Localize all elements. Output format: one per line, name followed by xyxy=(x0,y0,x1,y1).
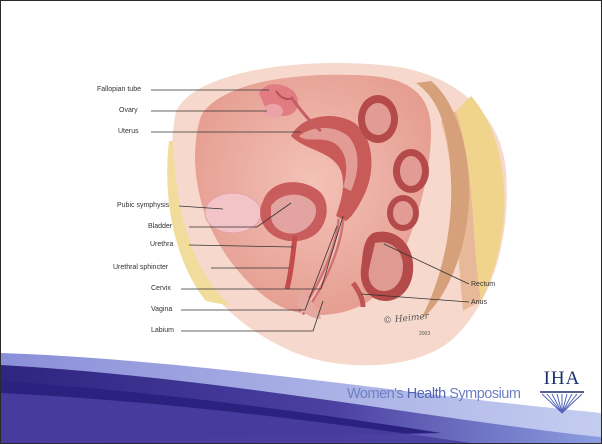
sunburst-icon xyxy=(538,391,586,415)
iha-logo-text: IHA xyxy=(538,369,586,389)
label-ovary: Ovary xyxy=(119,106,138,115)
label-anus: Anus xyxy=(471,298,487,307)
label-urethral-sphincter: Urethral sphincter xyxy=(113,263,168,272)
label-cervix: Cervix xyxy=(151,284,171,293)
label-uterus: Uterus xyxy=(118,127,139,136)
event-title-part2: Health xyxy=(407,386,446,402)
label-labium: Labium xyxy=(151,326,174,335)
event-title-part1: Women's xyxy=(347,386,407,402)
artist-signature-year: 2003 xyxy=(419,331,430,337)
event-title: Women's Health Symposium xyxy=(347,386,520,402)
label-bladder: Bladder xyxy=(148,222,172,231)
label-fallopian-tube: Fallopian tube xyxy=(97,85,141,94)
label-pubic-symphysis: Pubic symphysis xyxy=(117,201,169,210)
label-vagina: Vagina xyxy=(151,305,172,314)
event-title-part3: Symposium xyxy=(446,386,521,402)
label-rectum: Rectum xyxy=(471,280,495,289)
label-urethra: Urethra xyxy=(150,240,173,249)
iha-logo: IHA xyxy=(538,369,586,415)
